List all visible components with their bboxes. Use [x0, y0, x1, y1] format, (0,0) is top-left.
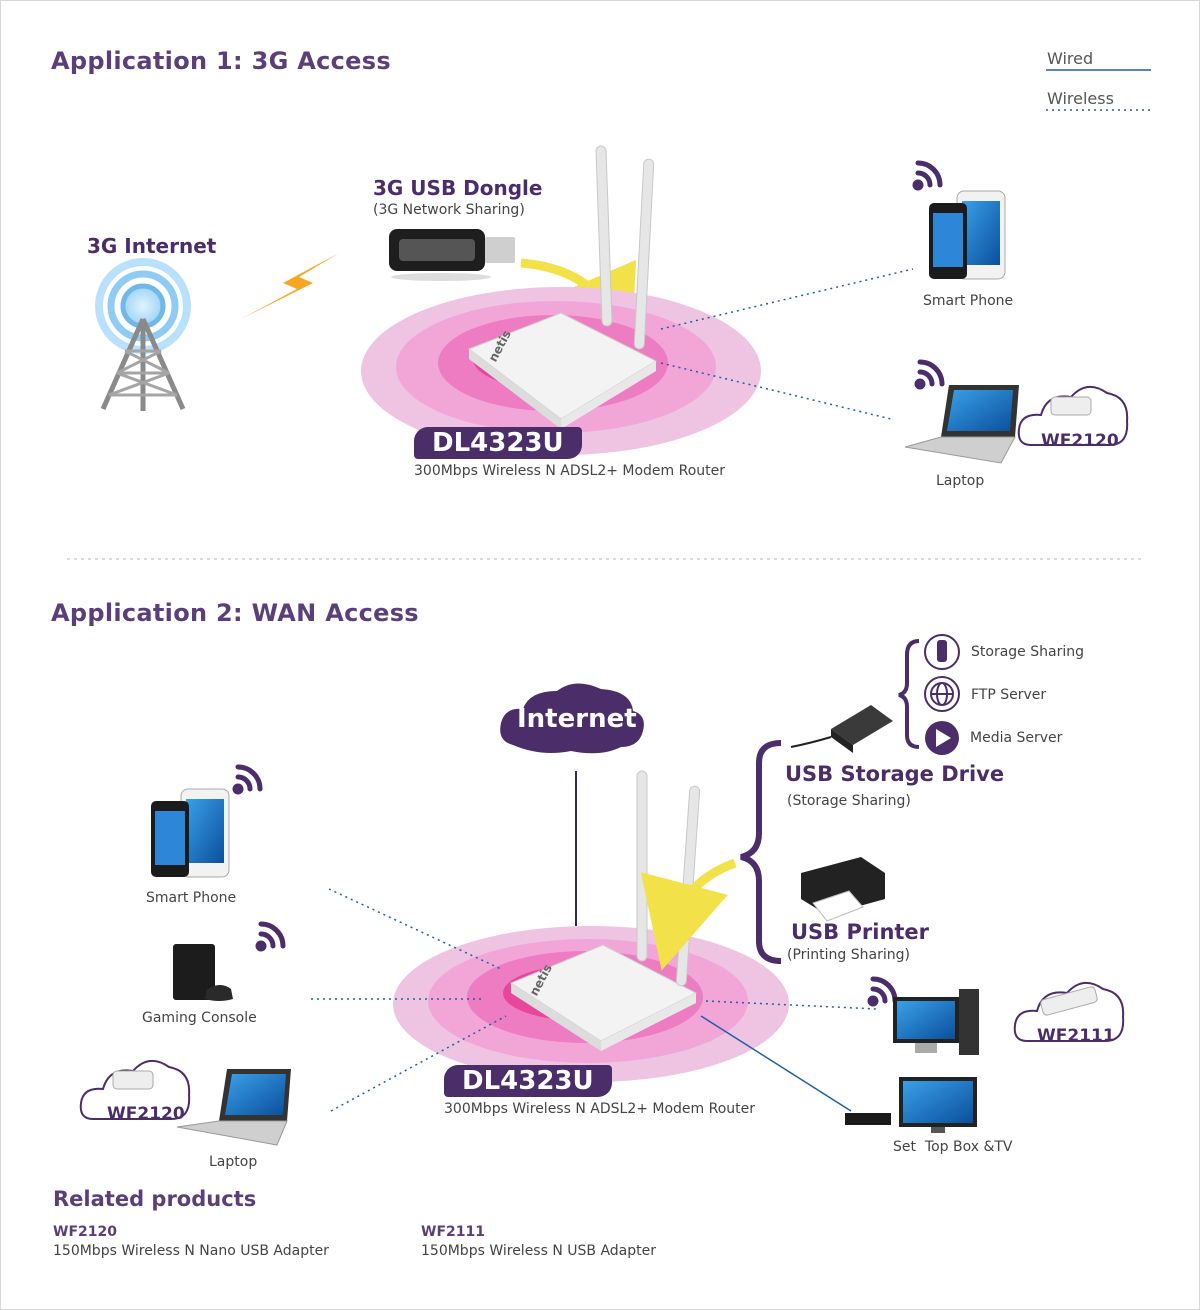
- laptop-label-1: Laptop: [936, 473, 985, 489]
- cell-tower-icon: [95, 258, 191, 411]
- feature-bracket: [898, 639, 920, 749]
- usb-dongle-icon: [389, 229, 515, 281]
- related-products-title: Related products: [53, 1187, 257, 1211]
- usb-storage-drive-icon: [790, 705, 893, 753]
- wifi-icon: [914, 359, 945, 390]
- internet-label: Internet: [517, 704, 637, 734]
- set-top-box-tv-icon: [845, 1077, 977, 1133]
- feature-ftp-server: FTP Server: [971, 687, 1047, 703]
- printer-icon: [801, 857, 885, 922]
- smartphone-icon: [151, 788, 230, 878]
- smartphone-label-1: Smart Phone: [923, 293, 1014, 309]
- dongle-subtitle: (3G Network Sharing): [373, 202, 525, 218]
- feature-storage-sharing: Storage Sharing: [971, 644, 1084, 660]
- wifi-icon: [867, 976, 898, 1007]
- usb-storage-title: USB Storage Drive: [785, 762, 1005, 786]
- laptop-label-2: Laptop: [209, 1154, 258, 1170]
- smartphone-label-2: Smart Phone: [146, 890, 237, 906]
- related-desc-2: 150Mbps Wireless N USB Adapter: [421, 1243, 656, 1259]
- device-bracket: [740, 740, 782, 964]
- adapter-label-wf2111: WF2111: [1037, 1026, 1115, 1046]
- play-icon: [925, 721, 959, 755]
- laptop-icon: [176, 1069, 291, 1146]
- related-desc-1: 150Mbps Wireless N Nano USB Adapter: [53, 1243, 329, 1259]
- usb-stick-icon: [924, 634, 960, 670]
- router-desc-1: 300Mbps Wireless N ADSL2+ Modem Router: [414, 463, 726, 479]
- related-model-1: WF2120: [53, 1224, 117, 1240]
- laptop-icon: [904, 385, 1019, 464]
- router-model-2: DL4323U: [444, 1065, 612, 1097]
- adapter-cloud-icon: [1017, 386, 1129, 446]
- adapter-cloud-icon: [1013, 982, 1125, 1042]
- set-top-box-label: Set Top Box &TV: [893, 1139, 1013, 1155]
- wifi-icon: [255, 921, 286, 952]
- router-model-1: DL4323U: [414, 427, 582, 459]
- adapter-label-wf2120-2: WF2120: [107, 1104, 185, 1124]
- globe-icon: [924, 676, 960, 712]
- gaming-console-icon: [173, 944, 233, 1001]
- router-desc-2: 300Mbps Wireless N ADSL2+ Modem Router: [444, 1101, 756, 1117]
- app1-title: Application 1: 3G Access: [51, 47, 391, 75]
- lightning-icon: [241, 253, 339, 319]
- legend-wired-label: Wired: [1047, 49, 1094, 68]
- stb-wire: [700, 1015, 852, 1112]
- 3g-internet-label: 3G Internet: [87, 234, 217, 258]
- router-icon-1: [467, 145, 658, 429]
- usb-storage-subtitle: (Storage Sharing): [787, 793, 911, 809]
- adapter-label-wf2120-1: WF2120: [1041, 431, 1119, 451]
- desktop-pc-icon: [893, 989, 979, 1055]
- adapter-cloud-icon: [79, 1060, 191, 1120]
- feature-media-server: Media Server: [970, 730, 1063, 746]
- printer-arrow: [640, 858, 737, 971]
- app2-title: Application 2: WAN Access: [51, 599, 419, 627]
- dongle-title: 3G USB Dongle: [373, 176, 543, 200]
- gaming-console-label: Gaming Console: [142, 1010, 257, 1026]
- legend-wireless-label: Wireless: [1047, 89, 1114, 108]
- wifi-icon: [912, 160, 943, 191]
- wifi-icon: [232, 764, 263, 795]
- smartphone-icon: [929, 190, 1006, 280]
- internet-cloud-icon: [500, 683, 644, 754]
- related-model-2: WF2111: [421, 1224, 485, 1240]
- usb-printer-subtitle: (Printing Sharing): [787, 947, 910, 963]
- router-icon-2: [509, 770, 701, 1051]
- usb-printer-title: USB Printer: [791, 920, 930, 944]
